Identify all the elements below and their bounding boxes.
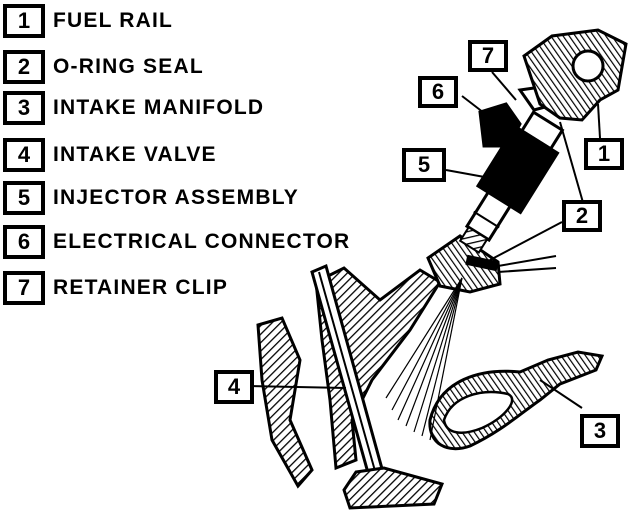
legend-number-5: 5 (3, 181, 45, 215)
legend-label-intake-valve: INTAKE VALVE (53, 143, 217, 166)
callout-o-ring-seal: 2 (562, 200, 602, 232)
callout-injector-assembly: 5 (402, 148, 446, 182)
legend-label-injector-assembly: INJECTOR ASSEMBLY (53, 186, 300, 209)
fuel-rail-bore (571, 49, 605, 83)
legend-label-intake-manifold: INTAKE MANIFOLD (53, 96, 265, 119)
legend-number-1: 1 (3, 4, 45, 38)
legend-number-3: 3 (3, 91, 45, 125)
fuel-spray (385, 277, 463, 441)
intake-valve-shape (310, 263, 445, 510)
injector-tip-lines (497, 255, 557, 273)
legend-row-retainer-clip: 7 RETAINER CLIP (3, 269, 228, 307)
injector-boss (426, 234, 502, 294)
legend-number-2: 2 (3, 50, 45, 84)
legend-label-electrical-connector: ELECTRICAL CONNECTOR (53, 230, 351, 253)
injector-assembly-shape (458, 110, 565, 254)
legend-number-6: 6 (3, 225, 45, 259)
legend-label-o-ring-seal: O-RING SEAL (53, 55, 204, 78)
electrical-connector-shape (478, 102, 522, 148)
legend-label-fuel-rail: FUEL RAIL (53, 9, 174, 32)
legend-row-intake-valve: 4 INTAKE VALVE (3, 136, 217, 174)
leader-lines (249, 71, 601, 409)
callout-intake-manifold: 3 (580, 414, 620, 448)
legend-row-intake-manifold: 3 INTAKE MANIFOLD (3, 89, 264, 127)
callout-fuel-rail: 1 (584, 138, 624, 170)
legend-row-fuel-rail: 1 FUEL RAIL (3, 2, 173, 40)
intake-port-body (314, 266, 443, 471)
legend-row-electrical-connector: 6 ELECTRICAL CONNECTOR (3, 223, 350, 261)
legend-number-7: 7 (3, 271, 45, 305)
manifold-runner-inner (442, 390, 514, 434)
callout-electrical-connector: 6 (418, 76, 458, 108)
legend-row-injector-assembly: 5 INJECTOR ASSEMBLY (3, 179, 299, 217)
callout-intake-valve: 4 (214, 370, 254, 404)
o-ring-shape (465, 254, 499, 272)
legend-label-retainer-clip: RETAINER CLIP (53, 276, 229, 299)
callout-retainer-clip: 7 (468, 40, 508, 72)
legend-row-o-ring-seal: 2 O-RING SEAL (3, 48, 204, 86)
head-left-wall (256, 316, 314, 489)
manifold-runner (428, 350, 605, 451)
legend-number-4: 4 (3, 138, 45, 172)
